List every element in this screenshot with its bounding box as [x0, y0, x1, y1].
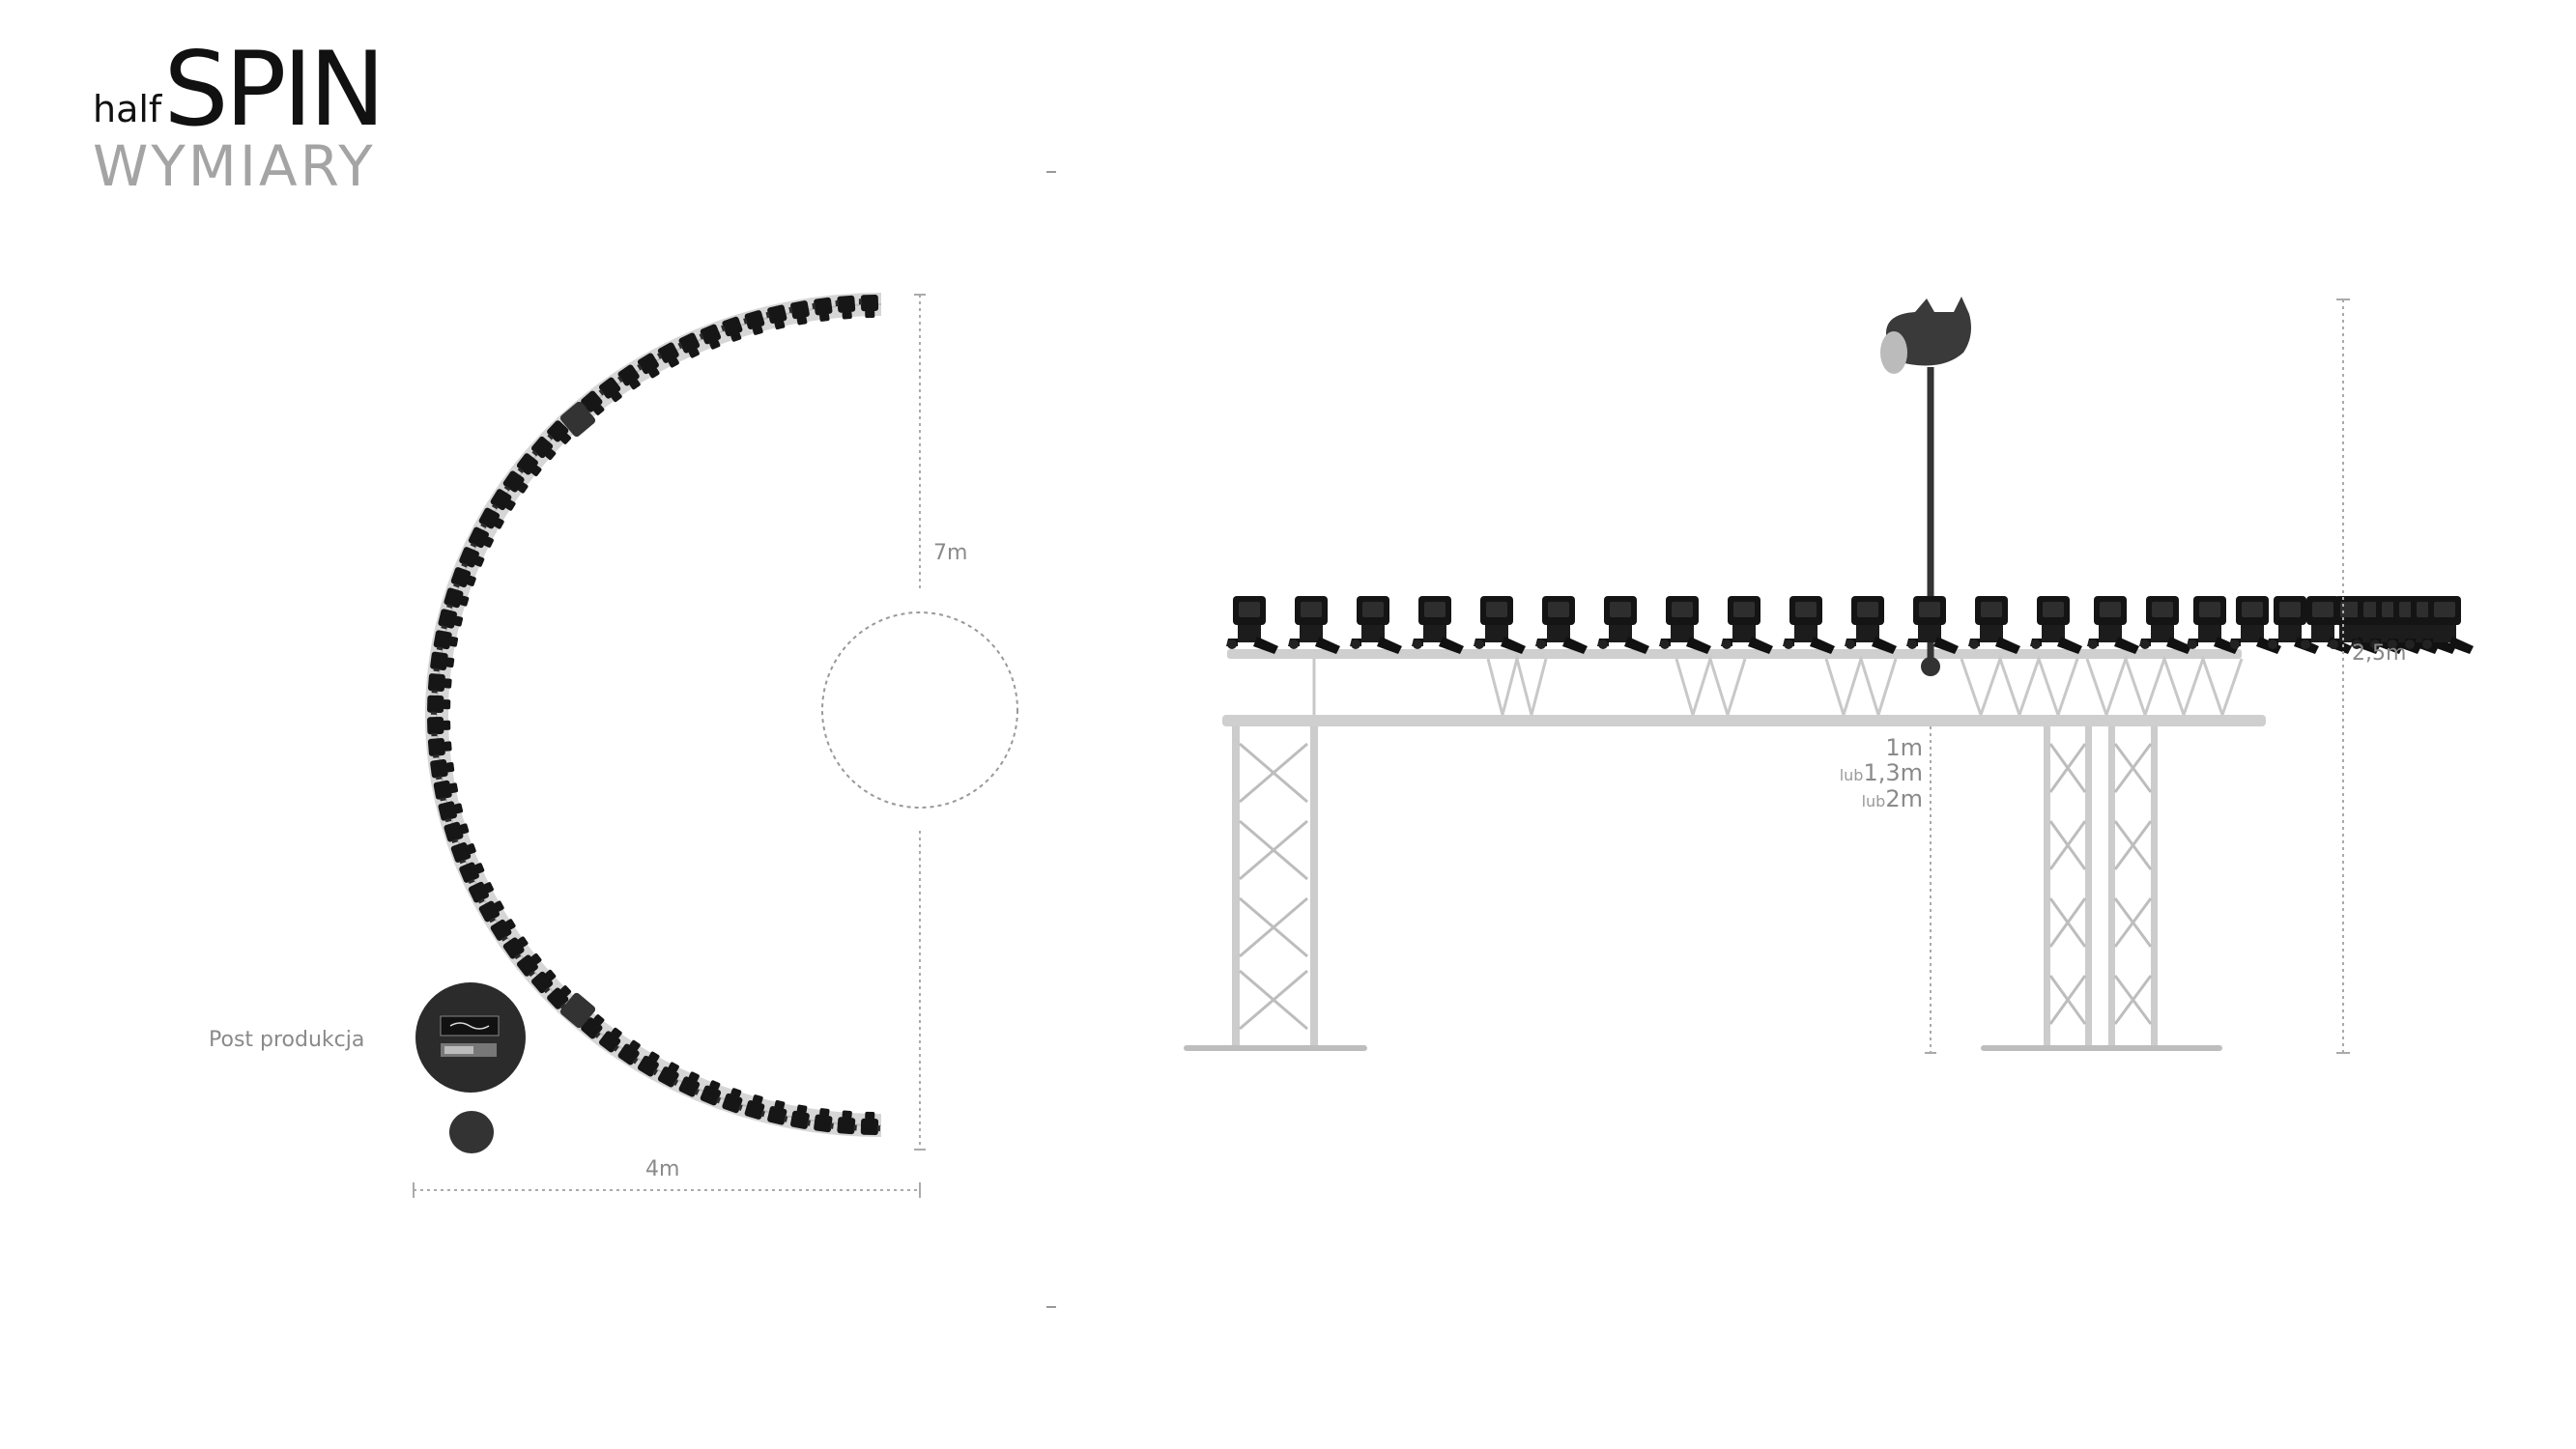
tripod-icon: [559, 401, 596, 438]
camera-icon: [2087, 596, 2139, 654]
brand-prefix: half: [93, 88, 162, 130]
left-tower: [1184, 726, 1367, 1051]
width-label-top-view: 4m: [645, 1157, 680, 1181]
brand-block: half SPIN WYMIARY: [93, 30, 386, 199]
post-production-station: [415, 982, 526, 1153]
camera-icon: [1721, 596, 1773, 654]
camera-icon: [1226, 596, 1278, 654]
side-view: [1184, 297, 2474, 1054]
truss-height-option: lub2m: [1861, 785, 1923, 812]
height-label-top-view: 7m: [933, 541, 968, 565]
camera-icon: [1783, 596, 1835, 654]
height-label-side-view: 2,5m: [2352, 641, 2407, 666]
right-tower: [1981, 726, 2222, 1051]
camera-icon: [1350, 596, 1402, 654]
camera-icon: [1535, 596, 1588, 654]
camera-icon: [1597, 596, 1649, 654]
camera-icon: [1474, 596, 1526, 654]
truss-height-option: 1m: [1885, 734, 1923, 761]
camera-icon: [2030, 596, 2082, 654]
upper-truss: [1227, 649, 2244, 721]
brand-logo: half SPIN: [93, 30, 386, 149]
post-production-label: Post produkcja: [209, 1028, 365, 1052]
main-beam: [1222, 715, 2266, 726]
brand-name: SPIN: [163, 30, 386, 149]
camera-icon: [1845, 596, 1897, 654]
crop-mark-top: [1046, 171, 1056, 173]
truss-height-options: 1m lub1,3m lub2m: [1788, 734, 1923, 831]
truss-height-option: lub1,3m: [1839, 759, 1923, 786]
camera-icon: [2139, 596, 2191, 654]
subject-area: [821, 611, 1018, 809]
side-view-cameras: [1226, 596, 2474, 654]
page-title: WYMIARY: [93, 133, 376, 199]
tripod-icon: [559, 992, 596, 1029]
crop-mark-bottom: [1046, 1306, 1056, 1308]
top-view: [413, 293, 1018, 1198]
camera-icon: [1288, 596, 1340, 654]
camera-icon: [1968, 596, 2020, 654]
camera-icon: [1412, 596, 1464, 654]
camera-icon: [1659, 596, 1711, 654]
